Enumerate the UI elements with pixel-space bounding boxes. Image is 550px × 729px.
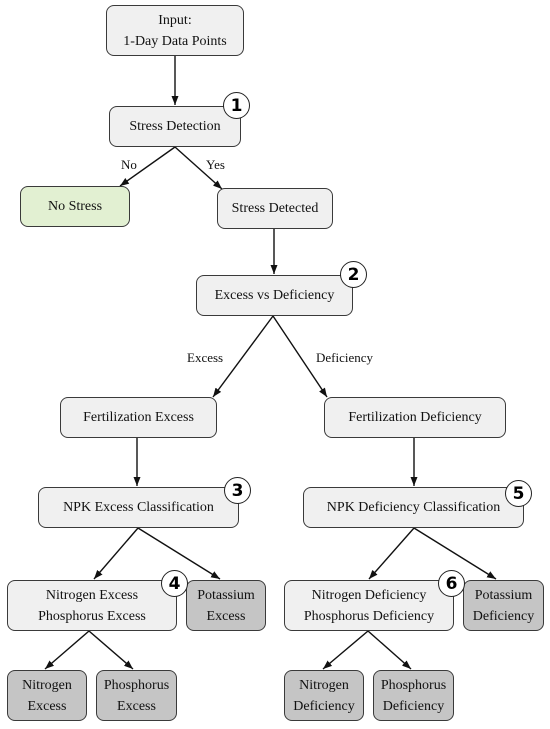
node-no-stress: No Stress <box>20 186 130 227</box>
edge-np-excess-to-phosphorus-excess <box>88 630 134 670</box>
node-input-line2: 1-Day Data Points <box>123 33 227 49</box>
node-stress-detected-label: Stress Detected <box>231 201 319 216</box>
edge-stress-detection-to-stress-detected <box>174 146 223 190</box>
node-nitrogen-deficiency-line1: Nitrogen <box>299 677 349 693</box>
node-np-excess-line1: Nitrogen Excess <box>45 587 139 603</box>
edge-npk-excess-to-np-excess <box>93 527 139 580</box>
node-np-deficiency-line2: Phosphorus Deficiency <box>303 608 435 624</box>
edge-label-deficiency: Deficiency <box>316 350 374 365</box>
node-fertilization-deficiency: Fertilization Deficiency <box>324 397 506 438</box>
node-np-deficiency: Nitrogen Deficiency Phosphorus Deficienc… <box>284 580 454 631</box>
node-phosphorus-excess-line1: Phosphorus <box>103 677 170 693</box>
node-nitrogen-deficiency-line2: Deficiency <box>293 698 355 714</box>
edge-label-no: No <box>121 157 137 172</box>
step-badge-6: 6 <box>438 570 465 597</box>
node-potassium-excess-line2: Excess <box>206 608 246 624</box>
edge-excess-vs-deficiency-to-fertilization-excess <box>212 315 274 398</box>
node-nitrogen-excess: Nitrogen Excess <box>7 670 87 721</box>
edge-npk-excess-to-potassium-excess <box>137 527 221 580</box>
step-badge-3: 3 <box>224 477 251 504</box>
node-npk-excess-classification: NPK Excess Classification <box>38 487 239 528</box>
edge-label-yes: Yes <box>206 157 225 172</box>
edge-np-excess-to-nitrogen-excess <box>44 630 90 670</box>
node-potassium-deficiency-line2: Deficiency <box>472 608 535 624</box>
edge-label-excess: Excess <box>187 350 224 365</box>
node-input: Input: 1-Day Data Points <box>106 5 244 56</box>
node-potassium-excess-line1: Potassium <box>197 587 255 603</box>
node-npk-deficiency-classification-label: NPK Deficiency Classification <box>326 500 501 515</box>
node-stress-detection: Stress Detection <box>109 106 241 147</box>
step-badge-5: 5 <box>505 480 532 507</box>
edge-npk-deficiency-to-potassium-deficiency <box>413 527 497 580</box>
node-phosphorus-deficiency: Phosphorus Deficiency <box>373 670 454 721</box>
node-potassium-excess: Potassium Excess <box>186 580 266 631</box>
node-np-excess: Nitrogen Excess Phosphorus Excess <box>7 580 177 631</box>
edge-npk-deficiency-to-np-deficiency <box>368 527 415 580</box>
node-nitrogen-excess-line2: Excess <box>27 698 67 714</box>
node-phosphorus-deficiency-line2: Deficiency <box>382 698 445 714</box>
node-npk-excess-classification-label: NPK Excess Classification <box>63 500 214 515</box>
node-nitrogen-excess-line1: Nitrogen <box>22 677 72 693</box>
node-phosphorus-excess-line2: Excess <box>117 698 156 714</box>
node-np-deficiency-line1: Nitrogen Deficiency <box>311 587 427 603</box>
node-fertilization-excess: Fertilization Excess <box>60 397 217 438</box>
node-phosphorus-deficiency-line1: Phosphorus <box>380 677 447 693</box>
node-excess-vs-deficiency-label: Excess vs Deficiency <box>214 288 335 303</box>
edge-stress-detection-to-no-stress <box>119 146 176 187</box>
node-input-line1: Input: <box>158 12 192 28</box>
step-badge-1: 1 <box>223 92 250 119</box>
node-nitrogen-deficiency: Nitrogen Deficiency <box>284 670 364 721</box>
node-npk-deficiency-classification: NPK Deficiency Classification <box>303 487 524 528</box>
node-np-excess-line2: Phosphorus Excess <box>38 608 146 624</box>
step-badge-2: 2 <box>340 261 367 288</box>
node-phosphorus-excess: Phosphorus Excess <box>96 670 177 721</box>
node-fertilization-deficiency-label: Fertilization Deficiency <box>348 410 482 425</box>
node-fertilization-excess-label: Fertilization Excess <box>83 410 194 425</box>
edge-np-deficiency-to-phosphorus-deficiency <box>367 630 412 670</box>
node-potassium-deficiency: Potassium Deficiency <box>463 580 544 631</box>
edge-np-deficiency-to-nitrogen-deficiency <box>322 630 369 670</box>
node-potassium-deficiency-line1: Potassium <box>474 587 533 603</box>
node-stress-detection-label: Stress Detection <box>129 119 221 134</box>
step-badge-4: 4 <box>161 570 188 597</box>
node-no-stress-label: No Stress <box>47 199 103 214</box>
edge-excess-vs-deficiency-to-fertilization-deficiency <box>272 315 328 398</box>
node-stress-detected: Stress Detected <box>217 188 333 229</box>
node-excess-vs-deficiency: Excess vs Deficiency <box>196 275 353 316</box>
